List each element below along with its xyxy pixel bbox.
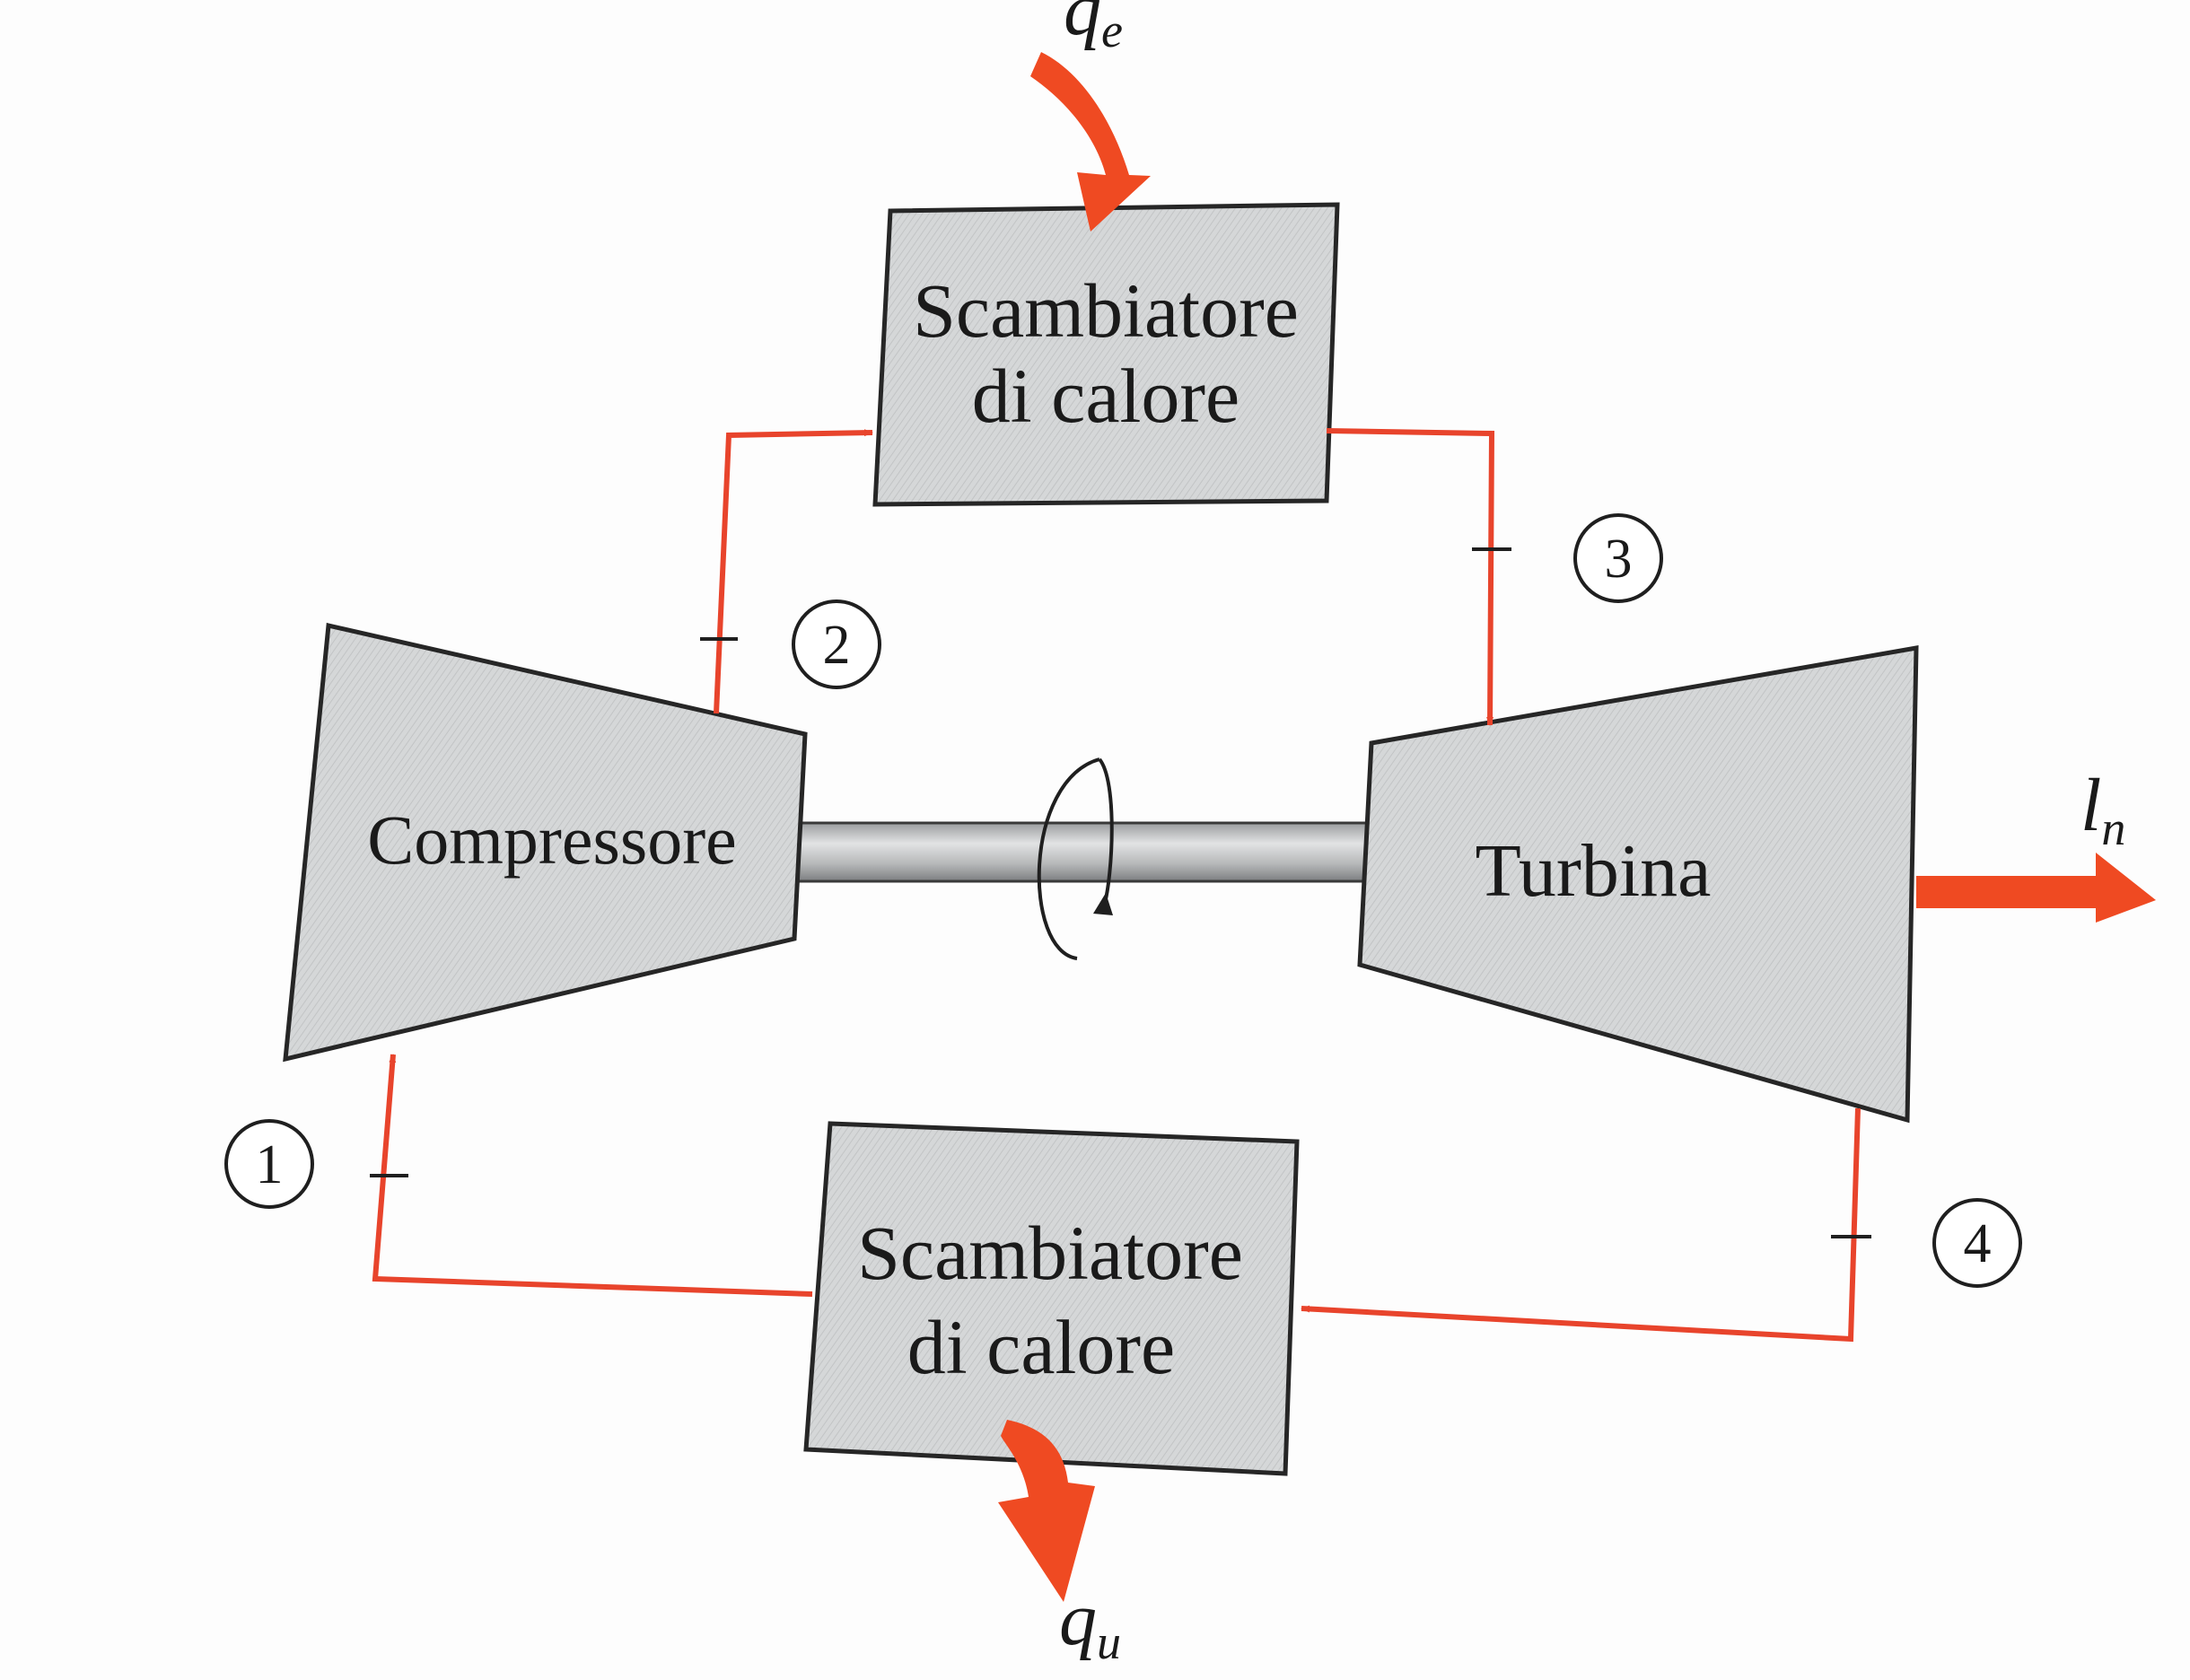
heat-exchanger-bottom [803,1121,1300,1476]
heat-exchanger-bottom-line2: di calore [907,1304,1175,1390]
state-label-4: 4 [1964,1213,1992,1274]
flow-line-4 [1301,1107,1861,1343]
state-circle-2 [792,599,881,689]
state-circle-3 [1573,513,1663,603]
flow-line-3 [1326,428,1495,726]
state-label-3: 3 [1605,529,1633,590]
heat-exchanger-top-line2: di calore [972,353,1240,439]
heat-exchanger-top [872,202,1340,507]
heat-in-arrow [1030,52,1151,232]
net-work-arrow [1916,853,2156,923]
compressor-body [283,622,808,1063]
state-circle-4 [1932,1198,2022,1288]
state-label-2: 2 [823,615,851,676]
turbine-body [1357,645,1919,1124]
heat-in-label: qe [1064,0,1123,57]
state-label-1: 1 [256,1134,284,1195]
heat-exchanger-top-line1: Scambiatore [913,267,1299,354]
heat-out-arrow [998,1420,1095,1602]
flow-line-2 [714,429,873,714]
rotation-icon [1037,757,1114,960]
compressor-label: Compressore [367,801,737,879]
net-work-label: ln [2080,764,2125,855]
flow-line-1 [372,1054,813,1297]
heat-exchanger-bottom-line1: Scambiatore [857,1210,1243,1296]
state-circle-1 [224,1119,314,1209]
turbine-label: Turbina [1476,829,1712,913]
heat-out-label: qu [1059,1578,1121,1669]
shaft [788,821,1375,883]
